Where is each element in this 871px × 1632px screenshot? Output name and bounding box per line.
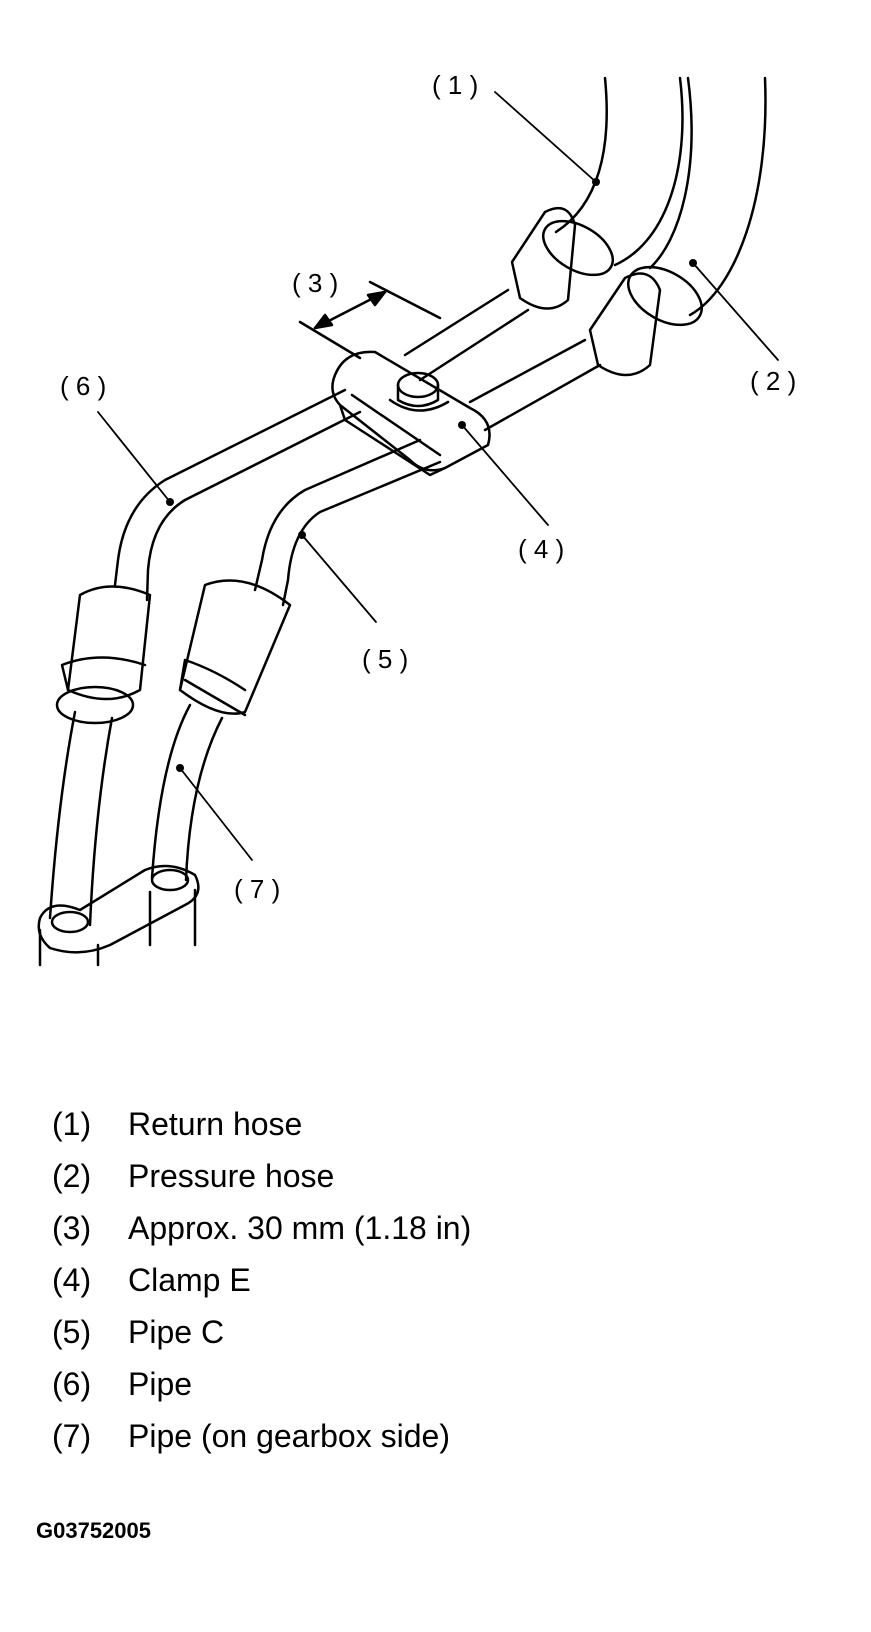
legend-text: Clamp E	[128, 1262, 251, 1298]
legend-item: (7) Pipe (on gearbox side)	[52, 1410, 471, 1462]
pipe-c	[253, 438, 442, 607]
legend-text: Pipe	[128, 1366, 193, 1402]
figure-id: G03752005	[36, 1518, 151, 1543]
callout-7: ( 7 )	[234, 874, 280, 904]
legend-number: (1)	[52, 1106, 92, 1142]
callout-3: ( 3 )	[292, 268, 338, 298]
legend-number: (6)	[52, 1366, 92, 1402]
legend-item: (1) Return hose	[52, 1098, 471, 1150]
legend-item: (5) Pipe C	[52, 1306, 471, 1358]
legend-text: Pressure hose	[128, 1158, 335, 1194]
legend-number: (2)	[52, 1158, 92, 1194]
hose-pipe-clamp-diagram: ( 1 ) ( 2 ) ( 3 ) ( 4 ) ( 5 ) ( 6 ) ( 7 …	[37, 70, 796, 967]
legend-number: (5)	[52, 1314, 92, 1350]
legend-item: (6) Pipe	[52, 1358, 471, 1410]
bottom-bracket	[37, 864, 200, 967]
return-hose	[510, 76, 684, 310]
dimension-30mm	[298, 280, 442, 360]
legend-text: Pipe (on gearbox side)	[128, 1418, 450, 1454]
callout-1: ( 1 )	[432, 70, 478, 100]
legend-text: Approx. 30 mm (1.18 in)	[128, 1210, 472, 1246]
legend-item: (4) Clamp E	[52, 1254, 471, 1306]
pipe-6	[113, 388, 362, 602]
callout-6: ( 6 )	[60, 371, 106, 401]
legend-item: (2) Pressure hose	[52, 1150, 471, 1202]
legend-number: (4)	[52, 1262, 92, 1298]
fitting-left	[55, 585, 152, 725]
clamp-e	[331, 350, 491, 477]
legend-text: Return hose	[128, 1106, 303, 1142]
fitting-right	[178, 579, 292, 717]
callout-5: ( 5 )	[362, 644, 408, 674]
callout-2: ( 2 )	[750, 366, 796, 396]
pipe-gearbox-side	[150, 703, 224, 882]
legend-list: (1) Return hose (2) Pressure hose (3) Appro…	[52, 1098, 471, 1462]
legend-text: Pipe C	[128, 1314, 225, 1350]
callout-4: ( 4 )	[518, 534, 564, 564]
pressure-hose	[588, 76, 767, 377]
legend-item: (3) Approx. 30 mm (1.18 in)	[52, 1202, 471, 1254]
legend-number: (3)	[52, 1210, 92, 1246]
legend-number: (7)	[52, 1418, 92, 1454]
